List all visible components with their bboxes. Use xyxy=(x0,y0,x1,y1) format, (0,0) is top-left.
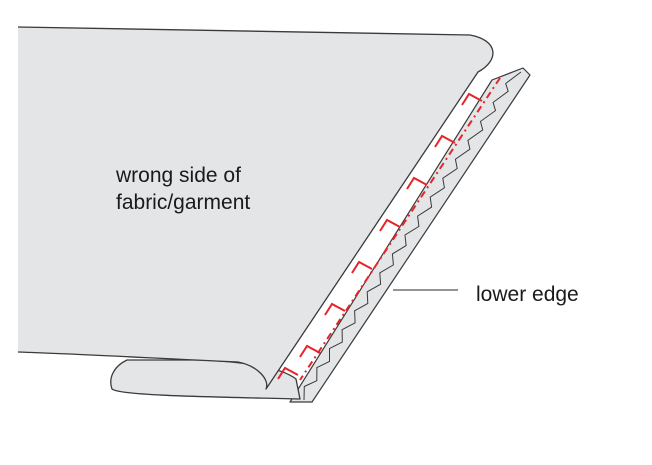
stitch-catch xyxy=(277,366,299,380)
stitch-catch xyxy=(461,92,483,106)
overlock-zigzag-edge xyxy=(303,71,522,401)
overlock-zigzag xyxy=(303,71,522,401)
stitch-catch xyxy=(379,218,401,232)
stitch-catch xyxy=(434,134,456,148)
lower-edge-label: lower edge xyxy=(476,283,579,306)
stitch-catch xyxy=(299,344,321,358)
stitch-catch xyxy=(324,302,346,316)
wrong-side-label: wrong side of fabric/garment xyxy=(116,162,250,216)
wrong-side-label-line1: wrong side of xyxy=(116,164,241,187)
stitch-catch xyxy=(351,260,373,274)
garment-body xyxy=(17,26,494,390)
hem-allowance-strip xyxy=(289,67,531,403)
catch-stitch-line xyxy=(277,77,501,381)
wrong-side-label-line2: fabric/garment xyxy=(116,191,251,214)
stitch-catch xyxy=(406,176,428,190)
stitch-running-line xyxy=(299,77,501,381)
